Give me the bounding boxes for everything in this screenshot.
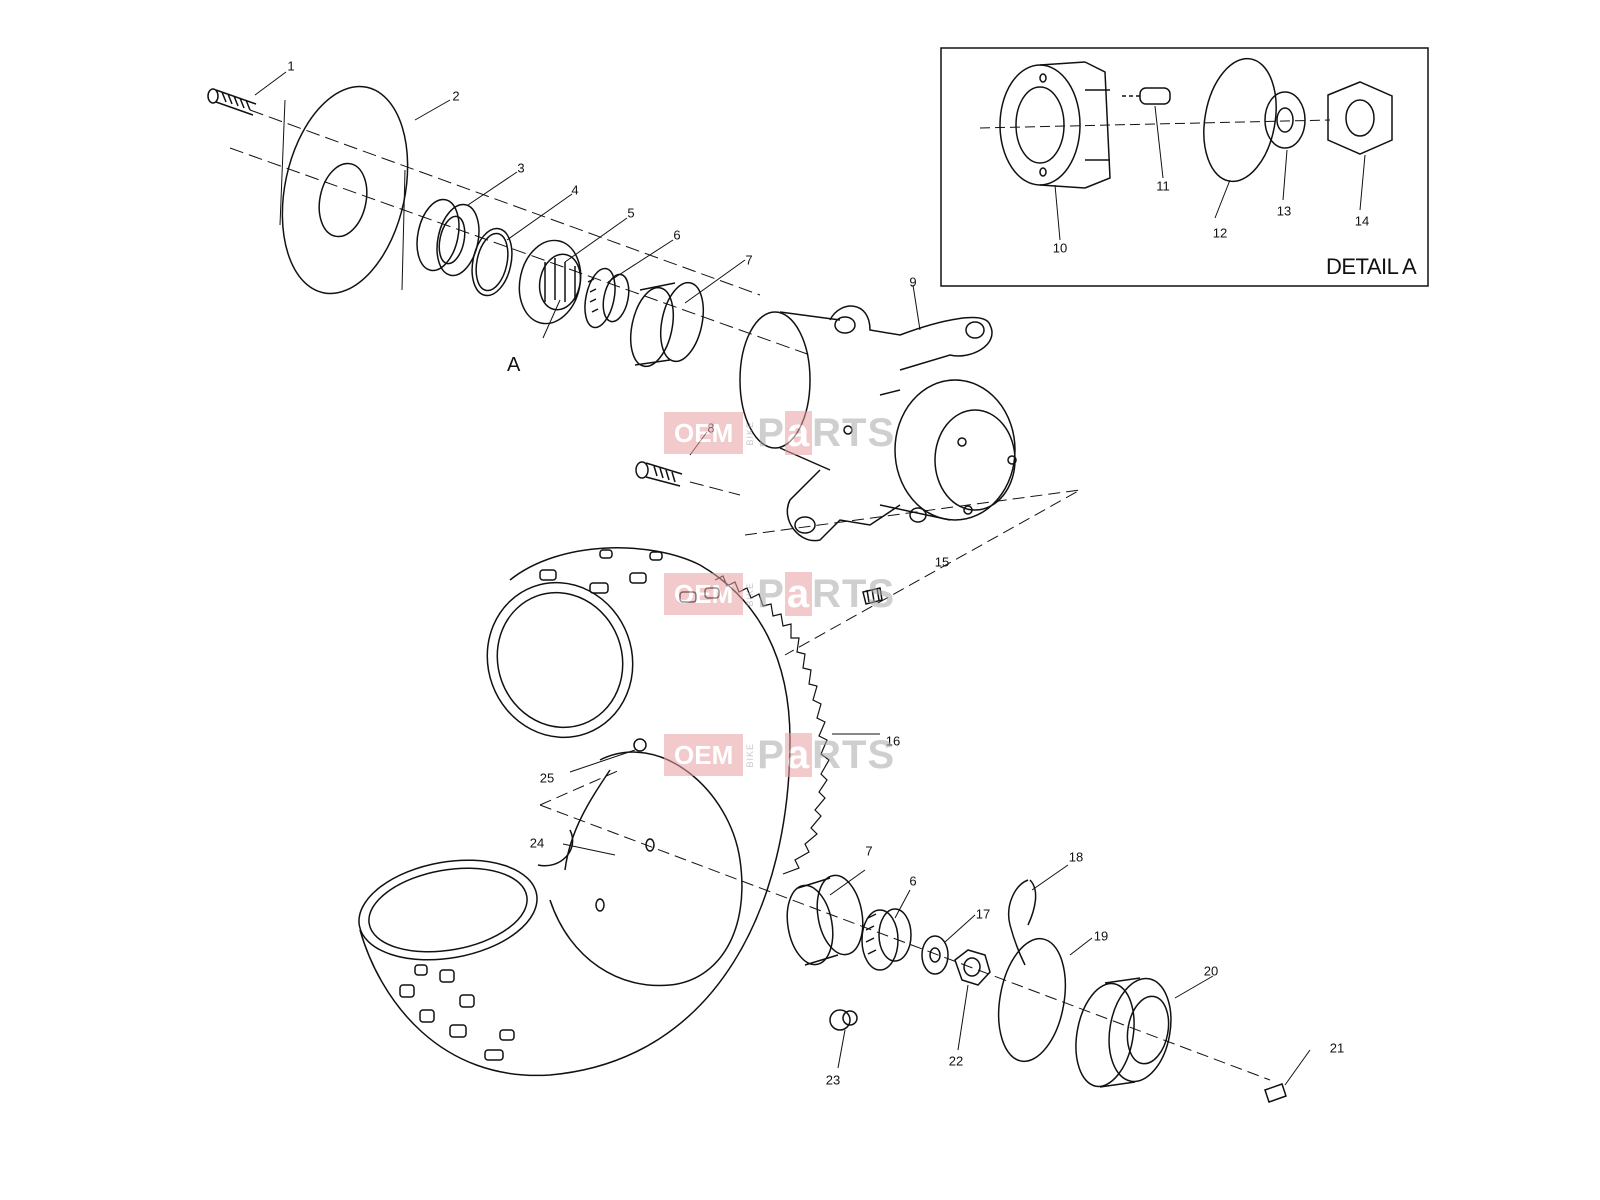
bearing-part-6-upper: [584, 267, 630, 329]
detail-callout-11: 11: [1156, 178, 1170, 194]
knuckle-wheel-guide: [744, 489, 1081, 656]
tire-part-16: [359, 547, 830, 1077]
detail-part-14: [1327, 81, 1393, 155]
detail-callout-12: 12: [1212, 225, 1228, 241]
callout-7-lower: 7: [865, 843, 873, 859]
hub-cap-part-20: [1075, 977, 1172, 1088]
bearing-part-6-lower: [861, 908, 912, 971]
detail-reference-letter: A: [507, 354, 521, 376]
rim-axis-line: [539, 769, 1271, 1081]
snap-ring-part-4: [471, 227, 513, 297]
callout-9: 9: [909, 274, 917, 290]
o-ring-part-19: [997, 937, 1067, 1063]
detail-part-11: [1120, 87, 1171, 105]
washer-part-17: [921, 935, 949, 975]
hub-part-5: [518, 239, 582, 325]
callout-7-upper: 7: [745, 252, 753, 268]
bolt-part-8: [635, 461, 683, 487]
disc-part-2: [279, 85, 409, 295]
tread-blocks-bottom: [399, 964, 515, 1061]
callout-4: 4: [571, 182, 579, 198]
callout-22: 22: [948, 1053, 964, 1069]
callout-17: 17: [975, 906, 991, 922]
detail-a-frame: [940, 47, 1429, 287]
callout-21: 21: [1329, 1040, 1345, 1056]
callout-16: 16: [885, 733, 901, 749]
upper-axis-line: [229, 109, 811, 496]
detail-axis-line: [979, 119, 1331, 129]
callout-2: 2: [452, 88, 460, 104]
callout-18: 18: [1068, 849, 1084, 865]
callout-5: 5: [627, 205, 635, 221]
cotter-pin-part-18: [1008, 879, 1037, 966]
callout-1: 1: [287, 58, 295, 74]
detail-title: DETAIL A: [1326, 254, 1417, 279]
callout-25: 25: [539, 770, 555, 786]
callout-24: 24: [529, 835, 545, 851]
castle-nut-part-22: [954, 949, 991, 986]
callout-19: 19: [1093, 928, 1109, 944]
callout-20: 20: [1203, 963, 1219, 979]
callout-6-upper: 6: [673, 227, 681, 243]
knuckle-part-9: [739, 305, 1017, 542]
callout-8: 8: [707, 420, 715, 436]
bolt-part-1: [207, 88, 257, 116]
race-part-7-lower: [786, 874, 864, 966]
detail-part-10: [999, 61, 1111, 189]
callout-3: 3: [517, 160, 525, 176]
bolt-part-21: [1264, 1083, 1287, 1103]
tread-edge: [714, 575, 830, 875]
detail-part-13: [1264, 91, 1306, 149]
stud-part-15: [862, 587, 883, 605]
detail-callout-14: 14: [1354, 213, 1370, 229]
race-part-7-upper: [629, 281, 705, 368]
detail-callout-13: 13: [1276, 203, 1292, 219]
leader-lines: [254, 71, 1366, 1086]
callout-23: 23: [825, 1072, 841, 1088]
race-part-3: [416, 198, 480, 277]
callout-15: 15: [934, 554, 950, 570]
detail-part-12: [1203, 57, 1277, 183]
nut-part-23: [829, 1009, 858, 1031]
detail-callout-10: 10: [1052, 240, 1068, 256]
callout-6-lower: 6: [909, 873, 917, 889]
